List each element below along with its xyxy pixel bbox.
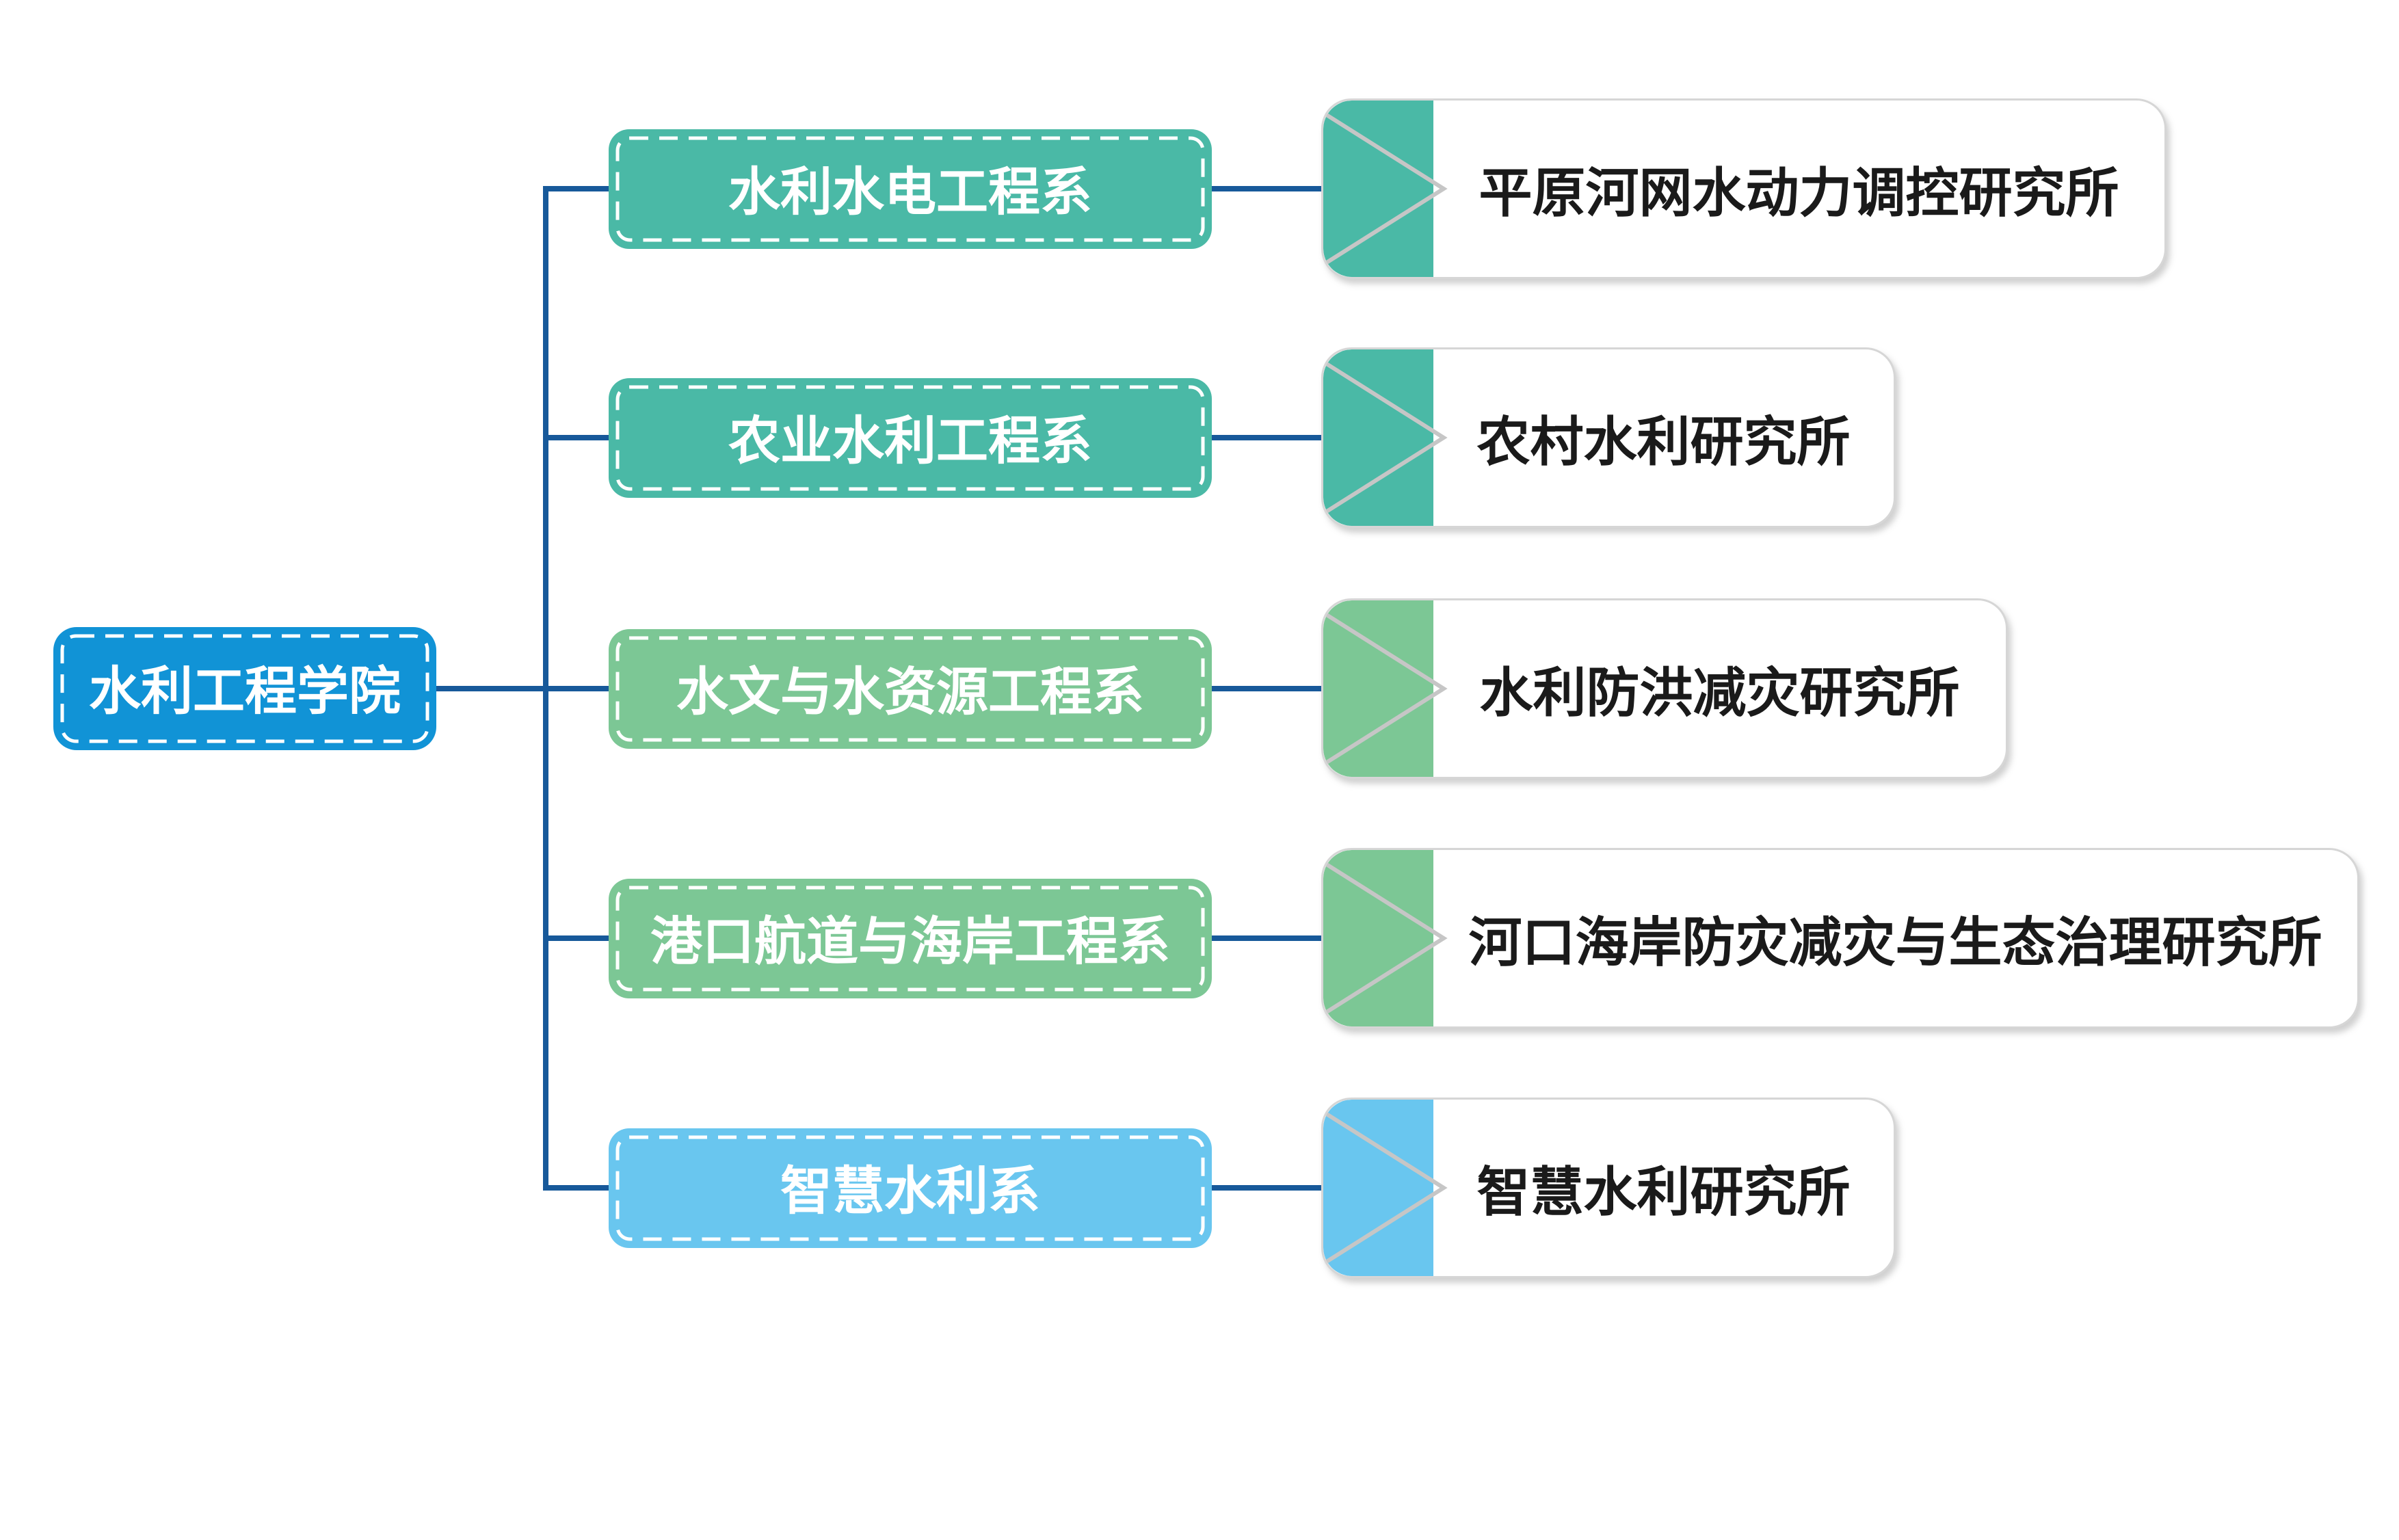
dept-node-label: 港口航道与海岸工程系: [650, 912, 1170, 971]
institute-node-flood-control[interactable]: 水利防洪减灾研究所: [1321, 598, 2008, 779]
institute-label: 智慧水利研究所: [1476, 1162, 1851, 1222]
institute-node-plain-river-network[interactable]: 平原河网水动力调控研究所: [1321, 98, 2166, 279]
institute-label: 水利防洪减灾研究所: [1479, 663, 1960, 723]
dept-node-agricultural-water[interactable]: 农业水利工程系: [609, 378, 1212, 498]
dept-node-port-waterway-coastal[interactable]: 港口航道与海岸工程系: [609, 879, 1212, 998]
dept-node-label: 农业水利工程系: [728, 412, 1092, 470]
dept-node-hydrology-water-resources[interactable]: 水文与水资源工程系: [609, 629, 1212, 749]
institute-label: 农村水利研究所: [1476, 412, 1851, 472]
dept-node-label: 智慧水利系: [780, 1162, 1040, 1221]
root-node-label: 水利工程学院: [89, 663, 401, 721]
institute-node-rural-water[interactable]: 农村水利研究所: [1321, 347, 1896, 528]
dept-node-hydraulic-hydropower[interactable]: 水利水电工程系: [609, 129, 1212, 249]
institute-node-smart-water[interactable]: 智慧水利研究所: [1321, 1098, 1896, 1278]
dept-node-label: 水利水电工程系: [728, 163, 1092, 222]
institute-label: 河口海岸防灾减灾与生态治理研究所: [1468, 912, 2322, 972]
root-node-college[interactable]: 水利工程学院: [53, 627, 436, 750]
institute-node-estuary-coast[interactable]: 河口海岸防灾减灾与生态治理研究所: [1321, 848, 2359, 1028]
institute-label: 平原河网水动力调控研究所: [1479, 163, 2119, 223]
dept-node-smart-water[interactable]: 智慧水利系: [609, 1128, 1212, 1248]
dept-node-label: 水文与水资源工程系: [676, 663, 1144, 721]
